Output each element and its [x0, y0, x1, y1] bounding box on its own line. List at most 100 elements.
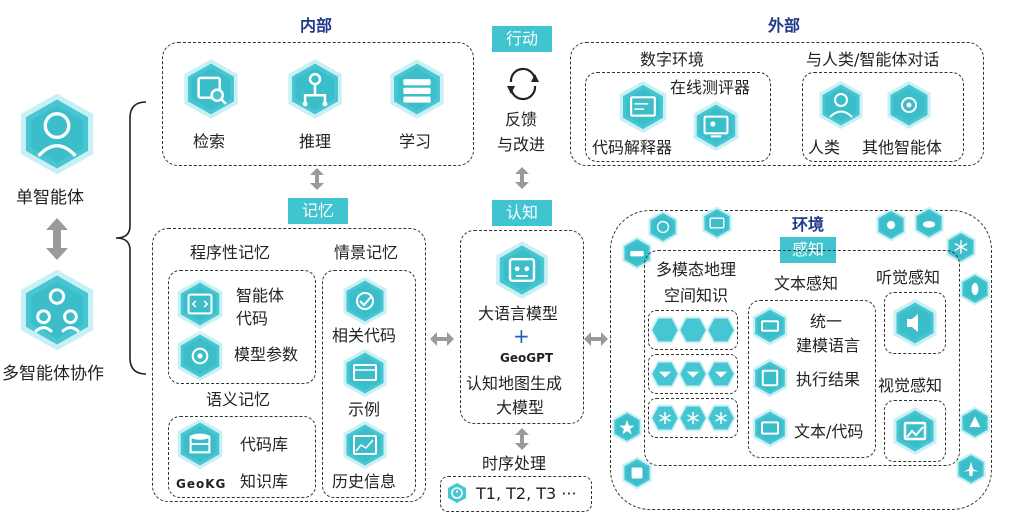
- episodic-title: 情景记忆: [334, 243, 399, 262]
- bidirectional-arrow-icon: [46, 218, 68, 260]
- code-lib-label: 代码库: [240, 435, 289, 454]
- geokg-logo: GeoKG: [176, 477, 227, 491]
- code-interpreter-label: 代码解释器: [592, 138, 673, 157]
- audio-panel: [884, 292, 946, 354]
- car-icon: [620, 236, 654, 270]
- horizontal-arrow-icon: [584, 332, 608, 346]
- single-agent-label: 单智能体: [16, 188, 84, 208]
- group-bracket: [115, 101, 147, 375]
- perception-panel: [644, 250, 960, 466]
- temporal-label: 时序处理: [482, 454, 547, 473]
- digital-env-panel: [585, 72, 771, 162]
- other-agents-icon: [884, 80, 934, 130]
- cognition-panel: [460, 230, 584, 424]
- cloud-icon: [912, 206, 946, 240]
- reasoning-label: 推理: [299, 132, 332, 151]
- tree-icon: [958, 406, 992, 440]
- external-title: 外部: [768, 16, 801, 35]
- feedback-label-2: 与改进: [497, 135, 546, 154]
- kb-label: 知识库: [240, 472, 289, 491]
- sun-icon: [874, 208, 908, 242]
- clock-icon: [448, 483, 466, 503]
- learning-icon: [386, 58, 448, 120]
- timesteps-panel: [440, 476, 592, 512]
- carto-label-1: 认知地图生成: [466, 374, 563, 393]
- reasoning-icon: [284, 58, 346, 120]
- internal-panel: [162, 42, 474, 166]
- online-evaluator-icon: [690, 100, 742, 152]
- memory-tag: 记忆: [288, 198, 348, 224]
- semantic-title: 语义记忆: [206, 390, 271, 409]
- agent-code-label-1: 智能体: [236, 286, 285, 305]
- digital-env-label: 数字环境: [640, 50, 705, 69]
- related-code-label: 相关代码: [332, 326, 397, 345]
- text-perception-panel: [748, 300, 876, 458]
- text-code-icon: [750, 408, 790, 448]
- text-perception-label: 文本感知: [774, 274, 839, 293]
- internal-title: 内部: [300, 16, 333, 35]
- exec-result-icon: [750, 358, 790, 398]
- agent-code-icon: [174, 278, 226, 330]
- procedural-panel: [168, 270, 316, 384]
- feedback-label-1: 反馈: [505, 110, 538, 129]
- unified-modeling-icon: [750, 306, 790, 346]
- online-evaluator-label: 在线测评器: [670, 78, 751, 97]
- geo-tile-icon: [678, 358, 708, 390]
- vertical-arrow-icon: [310, 168, 324, 190]
- www-icon: [700, 206, 734, 240]
- agent-code-label-2: 代码: [236, 309, 269, 328]
- model-params-label: 模型参数: [234, 345, 299, 364]
- plus-sign: +: [513, 324, 530, 348]
- cognition-tag: 认知: [492, 200, 552, 226]
- speaker-icon: [890, 298, 940, 348]
- exec-result-label: 执行结果: [796, 370, 861, 389]
- geo-tile-icon: [706, 358, 736, 390]
- geo-tile-icon: [650, 402, 680, 434]
- multi-agent-icon: [15, 268, 99, 352]
- visual-panel: [884, 400, 946, 462]
- human-label: 人类: [808, 138, 841, 157]
- semantic-panel: [168, 416, 316, 498]
- memory-panel: [152, 228, 426, 502]
- episodic-panel: [322, 270, 416, 498]
- plane-icon: [954, 452, 988, 486]
- geo-tile-icon: [650, 314, 680, 346]
- history-icon: [340, 420, 390, 470]
- multimodal-label-1: 多模态地理: [656, 260, 737, 279]
- environment-panel: [610, 210, 992, 510]
- dialog-label: 与人类/智能体对话: [806, 50, 940, 69]
- multimodal-row-1: [648, 310, 738, 350]
- geo-tile-icon: [650, 358, 680, 390]
- history-label: 历史信息: [332, 472, 397, 491]
- retrieval-label: 检索: [193, 132, 226, 151]
- retrieval-icon: [180, 58, 242, 120]
- example-icon: [340, 348, 390, 398]
- action-tag: 行动: [492, 26, 552, 52]
- model-params-icon: [174, 330, 226, 382]
- star-icon: [610, 410, 644, 444]
- carto-label-2: 大模型: [496, 398, 545, 417]
- other-agents-label: 其他智能体: [862, 138, 943, 157]
- vertical-arrow-icon: [515, 428, 529, 450]
- unified-label-2: 建模语言: [796, 336, 861, 355]
- unified-label-1: 统一: [810, 312, 843, 331]
- leaf-icon: [958, 272, 992, 306]
- human-icon: [816, 80, 866, 130]
- geo-tile-icon: [678, 402, 708, 434]
- horizontal-arrow-icon: [430, 332, 454, 346]
- procedural-title: 程序性记忆: [190, 243, 271, 262]
- image-icon: [890, 406, 940, 456]
- bus-icon: [620, 456, 654, 490]
- related-code-icon: [340, 276, 390, 326]
- text-code-label: 文本/代码: [794, 422, 864, 441]
- geo-tile-icon: [706, 402, 736, 434]
- single-agent-icon: [15, 92, 99, 176]
- code-lib-icon: [174, 418, 226, 470]
- multi-agent-label: 多智能体协作: [2, 364, 104, 384]
- visual-label: 视觉感知: [878, 376, 943, 395]
- llm-icon: [492, 240, 552, 300]
- multimodal-label-2: 空间知识: [664, 286, 729, 305]
- dialog-panel: [802, 72, 964, 162]
- globe-icon: [646, 210, 680, 244]
- llm-label: 大语言模型: [478, 304, 559, 323]
